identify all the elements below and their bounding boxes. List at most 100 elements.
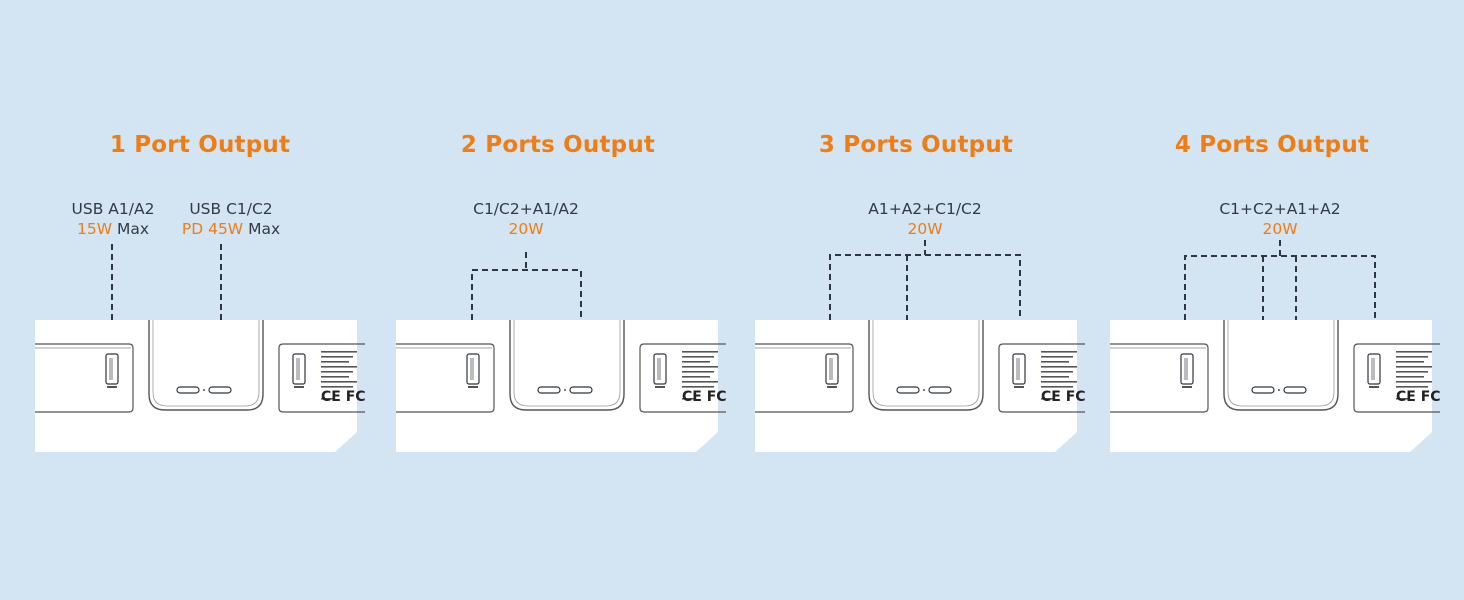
right-module-outline: [998, 343, 1085, 413]
usb-a2-port: [1367, 353, 1381, 385]
usb-a2-tongue: [1371, 358, 1375, 380]
usb-c-divider-dot: [564, 389, 566, 391]
panel-title: 2 Ports Output: [460, 132, 656, 158]
usb-a1-port-marking: [827, 386, 837, 388]
combo-ports: C1/C2+A1/A2: [473, 200, 579, 218]
usb-a1-tongue: [470, 358, 474, 380]
rating-plate-line: [1396, 351, 1432, 353]
panel-1-port-output: 1 Port Output USB A1/A2 15W Max USB C1/C…: [35, 0, 366, 600]
charger-illustration: CE FC: [755, 320, 1086, 452]
rating-plate-line: [682, 361, 710, 363]
usb-c2-port: [1283, 386, 1307, 394]
rating-plate-line: [1041, 371, 1073, 373]
usb-c-port-name: USB C1/C2: [189, 200, 273, 218]
usb-c1-port: [1251, 386, 1275, 394]
rating-plate-line: [321, 371, 353, 373]
rating-plate-line: [1396, 381, 1432, 383]
usb-a1-tongue: [109, 358, 113, 380]
rating-plate-line: [321, 351, 357, 353]
combo-ports: A1+A2+C1/C2: [868, 200, 982, 218]
usb-c-divider-dot: [203, 389, 205, 391]
usb-c-divider-dot: [1278, 389, 1280, 391]
charger-device: CE FC: [1110, 320, 1441, 452]
rating-plate-line: [1041, 351, 1077, 353]
right-module-outline: [639, 343, 726, 413]
certification-marks: CE FC: [682, 389, 726, 405]
usb-c1-port: [896, 386, 920, 394]
rating-plate-line: [1396, 386, 1428, 388]
rating-plate-line: [321, 361, 349, 363]
panel-title: 4 Ports Output: [1174, 132, 1370, 158]
charger-body: [35, 320, 357, 452]
rating-plate-line: [1396, 366, 1432, 368]
rating-plate-line: [321, 386, 353, 388]
rating-plate-line: [682, 376, 710, 378]
panel-4-ports-output: 4 Ports Output C1+C2+A1+A2 20W CE FC: [1110, 0, 1441, 600]
rating-plate-line: [1396, 361, 1424, 363]
usb-a-max: Max: [112, 220, 150, 238]
combo-label: A1+A2+C1/C2 20W: [835, 199, 1015, 239]
middle-module-inner: [1227, 320, 1335, 407]
certification-marks: CE FC: [321, 389, 365, 405]
usb-a2-port-marking: [294, 386, 304, 388]
certification-marks: CE FC: [1041, 389, 1085, 405]
rating-plate-line: [1396, 398, 1410, 400]
panel-title: 1 Port Output: [109, 132, 291, 158]
rating-plate-line: [1396, 356, 1428, 358]
usb-a2-tongue: [657, 358, 661, 380]
connector-lines: [111, 244, 222, 386]
usb-c1-port: [176, 386, 200, 394]
combo-label: C1+C2+A1+A2 20W: [1190, 199, 1370, 239]
usb-a2-tongue: [296, 358, 300, 380]
certification-marks: CE FC: [1396, 389, 1440, 405]
panel-title: 3 Ports Output: [818, 132, 1014, 158]
usb-a-port-name: USB A1/A2: [71, 200, 155, 218]
middle-module-outline: [148, 320, 264, 411]
usb-c2-port: [928, 386, 952, 394]
rating-plate-line: [682, 398, 696, 400]
rating-plate-line: [321, 381, 357, 383]
rating-plate-line: [1041, 366, 1077, 368]
usb-a2-tongue: [1016, 358, 1020, 380]
right-module-outline: [1353, 343, 1440, 413]
usb-a-label: USB A1/A2 15W Max: [53, 199, 173, 239]
left-module-outline: [35, 343, 134, 413]
connector-lines: [829, 240, 1021, 386]
rating-plate-line: [1041, 361, 1069, 363]
rating-plate-line: [682, 386, 714, 388]
middle-module-outline: [1223, 320, 1339, 411]
charger-device: CE FC: [396, 320, 727, 452]
charger-body: [1110, 320, 1432, 452]
usb-c2-port: [208, 386, 232, 394]
charger-device: CE FC: [755, 320, 1086, 452]
usb-a2-port-marking: [1014, 386, 1024, 388]
combo-ports: C1+C2+A1+A2: [1219, 200, 1341, 218]
usb-a2-port-marking: [655, 386, 665, 388]
usb-a1-port: [825, 353, 839, 385]
charger-device: CE FC: [35, 320, 366, 452]
charger-illustration: CE FC: [1110, 320, 1441, 452]
right-module-outline: [278, 343, 365, 413]
connector-lines: [471, 252, 582, 386]
usb-a2-port: [653, 353, 667, 385]
middle-module-inner: [152, 320, 260, 407]
usb-a1-tongue: [1184, 358, 1188, 380]
rating-plate-line: [1041, 381, 1077, 383]
usb-a1-port: [1180, 353, 1194, 385]
rating-plate-line: [682, 351, 718, 353]
left-module-outline: [755, 343, 854, 413]
rating-plate-line: [682, 356, 714, 358]
rating-plate-line: [1396, 371, 1428, 373]
usb-c2-port: [569, 386, 593, 394]
middle-module-inner: [513, 320, 621, 407]
charger-body: [396, 320, 718, 452]
rating-plate-line: [1396, 376, 1424, 378]
rating-plate-line: [682, 366, 718, 368]
combo-power: 20W: [508, 220, 544, 238]
usb-a2-port-marking: [1369, 386, 1379, 388]
usb-a1-port-marking: [468, 386, 478, 388]
usb-c-label: USB C1/C2 PD 45W Max: [171, 199, 291, 239]
rating-plate-line: [1041, 386, 1073, 388]
combo-power: 20W: [1262, 220, 1298, 238]
rating-plate-line: [1041, 398, 1055, 400]
